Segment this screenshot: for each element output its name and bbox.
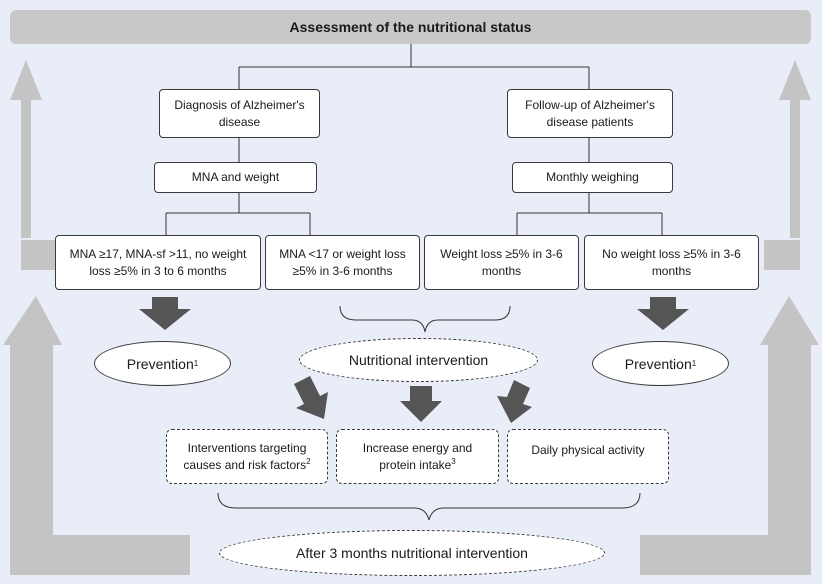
down-arrow-intervention-left	[294, 376, 328, 419]
no-weight-loss-label: No weight loss ≥5% in 3-6 months	[602, 246, 741, 278]
feedback-arrow-left-inner-base	[10, 535, 190, 575]
causes-label: Interventions targeting causes and risk …	[183, 440, 307, 472]
feedback-arrows	[3, 60, 819, 575]
no-weight-loss-box: No weight loss ≥5% in 3-6 months	[584, 235, 759, 290]
braces	[217, 305, 641, 521]
feedback-arrow-left-outer-base	[21, 240, 57, 270]
assessment-header: Assessment of the nutritional status	[10, 10, 811, 44]
down-arrows	[139, 297, 689, 423]
follow-up-label: Follow-up of Alzheimer's disease patient…	[525, 97, 655, 129]
lower-brace	[217, 492, 641, 521]
feedback-arrow-right-inner-base	[640, 535, 811, 575]
follow-up-box: Follow-up of Alzheimer's disease patient…	[507, 89, 673, 138]
diagnosis-label: Diagnosis of Alzheimer's disease	[174, 97, 305, 129]
poor-status-label: MNA <17 or weight loss ≥5% in 3-6 months	[279, 246, 406, 278]
causes-text: Interventions targeting causes and risk …	[173, 440, 321, 474]
assessment-title: Assessment of the nutritional status	[289, 19, 532, 35]
feedback-arrow-left-outer	[10, 60, 42, 238]
feedback-arrow-right-outer	[779, 60, 811, 238]
nutritional-intervention-ellipse: Nutritional intervention	[299, 338, 538, 382]
energy-protein-label: Increase energy and protein intake	[362, 440, 473, 472]
poor-status-box: MNA <17 or weight loss ≥5% in 3-6 months	[265, 235, 420, 290]
mna-weight-box: MNA and weight	[154, 162, 317, 193]
prevention-right-label: Prevention	[624, 355, 692, 372]
upper-brace	[339, 305, 511, 333]
down-arrow-intervention-center	[400, 386, 442, 422]
weight-loss-box: Weight loss ≥5% in 3-6 months	[424, 235, 579, 290]
monthly-weighing-box: Monthly weighing	[512, 162, 673, 193]
prevention-left-label: Prevention	[126, 355, 194, 372]
down-arrow-intervention-right	[497, 380, 532, 423]
feedback-arrow-left-inner	[3, 296, 62, 535]
energy-protein-box: Increase energy and protein intake3	[336, 429, 499, 484]
monthly-weighing-label: Monthly weighing	[546, 170, 639, 184]
good-status-label: MNA ≥17, MNA-sf >11, no weight loss ≥5% …	[69, 246, 247, 278]
causes-footnote: 2	[306, 456, 311, 466]
diagnosis-box: Diagnosis of Alzheimer's disease	[159, 89, 320, 138]
energy-protein-text: Increase energy and protein intake3	[343, 440, 492, 474]
feedback-arrow-right-inner	[760, 296, 819, 535]
energy-protein-footnote: 3	[451, 456, 456, 466]
nutritional-intervention-label: Nutritional intervention	[348, 352, 489, 368]
physical-activity-label: Daily physical activity	[531, 443, 645, 457]
causes-box: Interventions targeting causes and risk …	[166, 429, 328, 484]
weight-loss-label: Weight loss ≥5% in 3-6 months	[440, 246, 563, 278]
tree-lines	[165, 44, 663, 235]
down-arrow-left	[139, 297, 191, 330]
after-three-months-label: After 3 months nutritional intervention	[296, 545, 528, 561]
down-arrow-right	[637, 297, 689, 330]
good-status-box: MNA ≥17, MNA-sf >11, no weight loss ≥5% …	[55, 235, 261, 290]
feedback-arrow-right-outer-base	[764, 240, 800, 270]
physical-activity-box: Daily physical activity	[507, 429, 669, 484]
mna-weight-label: MNA and weight	[191, 170, 280, 184]
after-three-months-ellipse: After 3 months nutritional intervention	[219, 530, 605, 576]
